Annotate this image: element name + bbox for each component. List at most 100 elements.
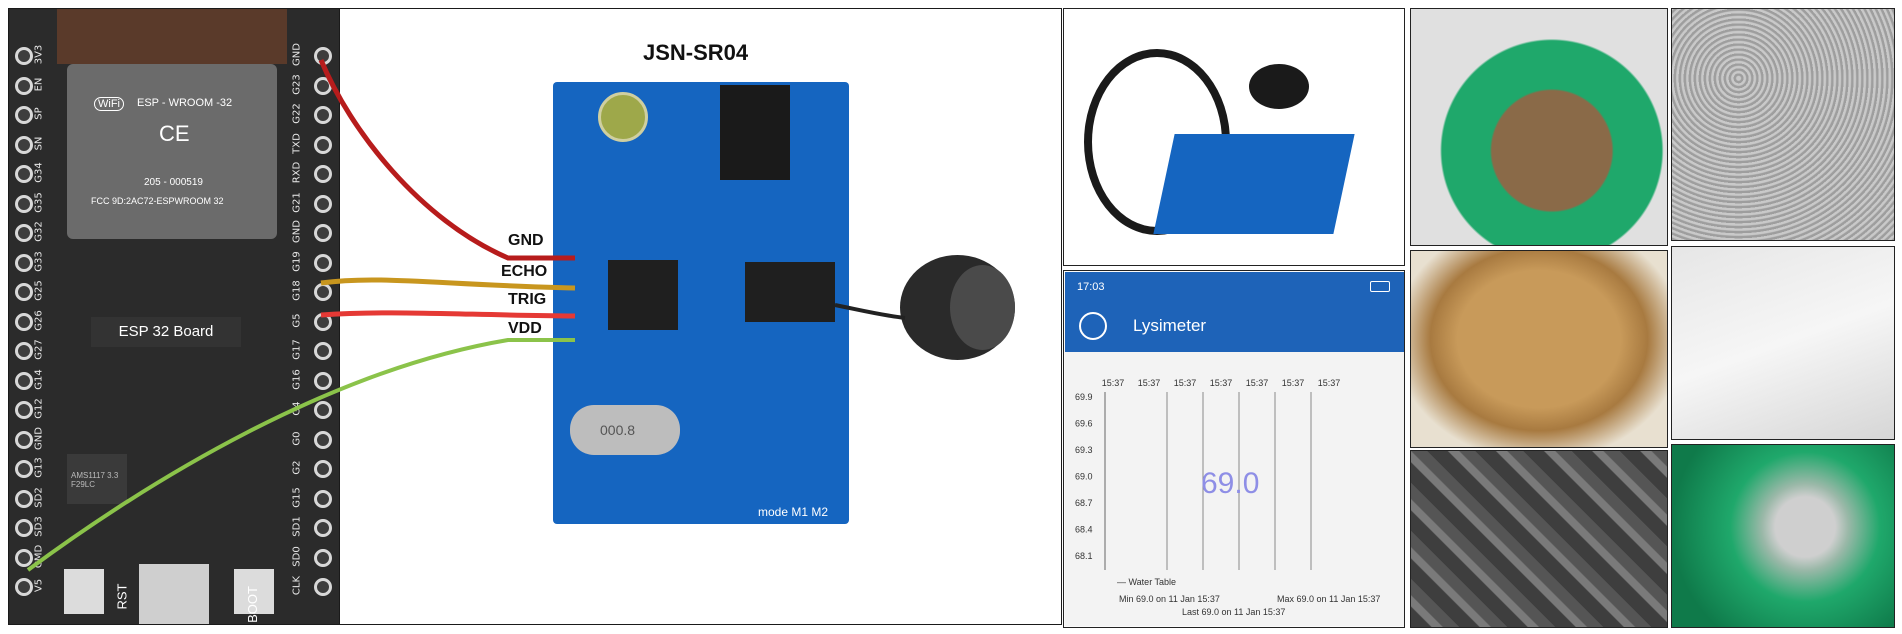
app-logo-icon [1079,312,1107,340]
pin-right-g18 [314,283,332,301]
wifi-logo: WiFi [94,97,124,111]
wire-label-trig: TRIG [508,291,547,308]
y-tick-label: 69.9 [1075,392,1093,402]
pin-left-en [15,76,33,95]
pin-right-g19 [314,253,332,272]
potentiometer [720,85,790,180]
boot-label: BOOT [244,586,260,623]
pin-label-left-v5: V5 [33,578,45,593]
chart-legend: — Water Table [1117,577,1177,587]
pin-right-g17 [314,342,332,360]
last-stat: Last 69.0 on 11 Jan 15:37 [1182,607,1286,617]
y-tick-label: 68.1 [1075,551,1093,561]
pin-right-rxd [314,165,332,183]
pin-right-sd0 [314,548,332,567]
photo-coarse-stones [1410,450,1668,628]
pin-right-g16 [314,371,332,390]
pin-left-g13 [15,460,33,478]
pin-left-sn [15,135,33,154]
pin-left-g35 [15,194,33,213]
app-bar: Lysimeter [1065,302,1404,352]
pin-left-sp [15,106,33,124]
pin-right-gnd [314,47,332,65]
pin-left-3v3 [15,47,33,65]
ic-chip-2 [745,262,835,322]
usb-port [139,564,209,624]
fcc-id: FCC 9D:2AC72-ESPWROOM 32 [91,196,224,206]
wire-label-echo: ECHO [501,263,548,280]
sensor-title: JSN-SR04 [643,40,749,65]
x-tick-label: 15:37 [1318,378,1341,388]
pin-right-g22 [314,106,332,124]
antenna-area [57,9,287,64]
transducer-face [950,265,1015,350]
pin-left-g25 [15,283,33,301]
wroom-module [67,64,277,239]
pin-left-sd3 [15,519,33,537]
pin-right-g5 [314,312,332,331]
photo-mesh-cloth [1671,246,1895,440]
status-time: 17:03 [1077,281,1105,293]
battery-icon [1370,281,1390,292]
capacitor [598,92,648,142]
pin-label-right-clk: CLK [291,575,303,596]
esp32-board: WiFi ESP - WROOM -32 CE 205 - 000519 FCC… [8,8,340,625]
x-tick-label: 15:37 [1282,378,1305,388]
pin-left-g12 [15,401,33,419]
module-name: ESP - WROOM -32 [137,97,233,109]
photo-bucket-installation [1410,8,1668,246]
cert-number: 205 - 000519 [144,177,203,188]
wiring-panel [340,8,1062,625]
phone-status-bar: 17:03 [1065,272,1404,302]
x-tick-label: 15:37 [1138,378,1161,388]
boot-button [234,569,274,614]
app-title: Lysimeter [1133,316,1207,335]
product-pcb [1153,134,1355,234]
pin-left-g27 [15,342,33,360]
y-tick-label: 68.4 [1075,525,1093,535]
pin-right-txd [314,135,332,154]
max-stat: Max 69.0 on 11 Jan 15:37 [1277,594,1381,604]
photo-green-bucket [1671,444,1895,628]
product-transducer [1249,64,1309,109]
pin-right-g2 [314,460,332,478]
pin-right-g15 [314,489,332,508]
pin-right-clk [314,578,332,596]
pin-right-g23 [314,76,332,95]
sensor-product-photo [1063,8,1405,266]
photo-sawdust [1410,250,1668,448]
pin-right-sd1 [314,519,332,537]
pin-right-g0 [314,430,332,449]
pin-left-g26 [15,312,33,331]
pin-left-g34 [15,165,33,183]
pin-right-g21 [314,194,332,213]
min-stat: Min 69.0 on 11 Jan 15:37 [1119,594,1220,604]
y-tick-label: 68.7 [1075,498,1093,508]
mode-label: mode M1 M2 [758,505,829,519]
current-value: 69.0 [1201,467,1260,500]
pin-left-g14 [15,371,33,390]
pin-left-g32 [15,224,33,242]
wire-label-vdd: VDD [508,320,542,337]
pin-left-cmd [15,548,33,567]
crystal [570,405,680,455]
ic-chip-1 [608,260,678,330]
x-tick-label: 15:37 [1246,378,1269,388]
y-tick-label: 69.3 [1075,445,1093,455]
pin-right-g4 [314,401,332,419]
rst-label: RST [114,583,130,610]
board-label: ESP 32 Board [91,317,241,347]
x-tick-label: 15:37 [1174,378,1197,388]
pin-right-gnd [314,224,332,242]
y-tick-label: 69.0 [1075,472,1093,482]
regulator-label: AMS1117 3.3 F29LC [71,471,119,489]
crystal-label: 000.8 [600,422,636,438]
photo-fine-gravel [1671,8,1895,241]
pin-left-sd2 [15,489,33,508]
wire-label-gnd: GND [508,232,544,249]
pin-left-gnd [15,430,33,449]
x-tick-label: 15:37 [1210,378,1233,388]
legend-label: Water Table [1128,577,1177,587]
